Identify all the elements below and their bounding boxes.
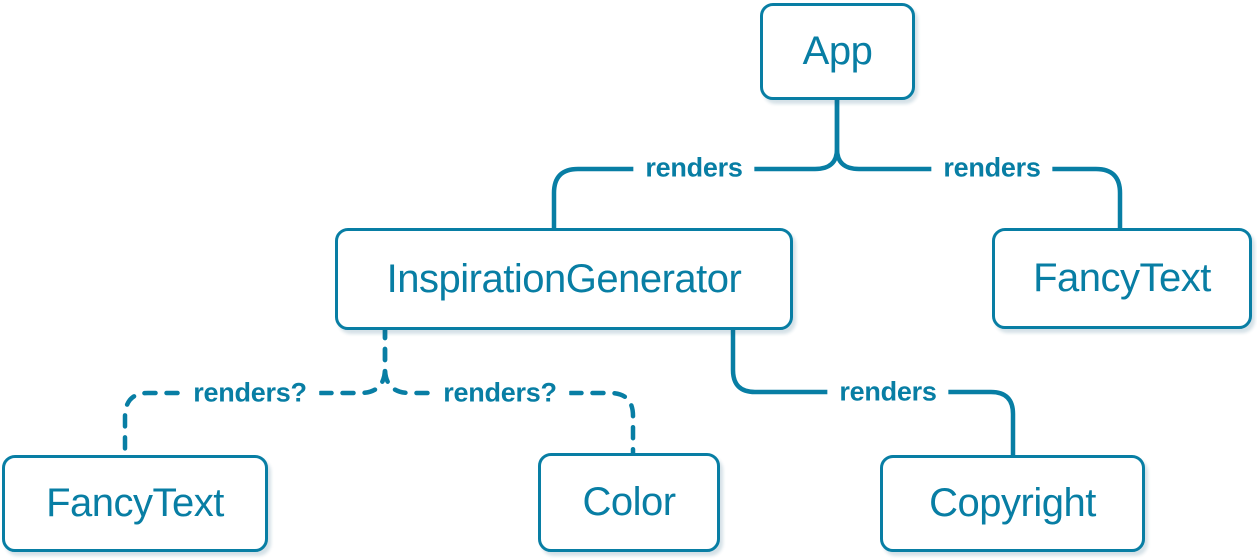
node-app: App (760, 3, 915, 100)
node-fancy-text-top: FancyText (992, 228, 1252, 329)
node-color: Color (538, 453, 720, 552)
node-copyright-label: Copyright (929, 481, 1096, 525)
node-app-label: App (802, 29, 873, 73)
node-fancy-text-top-label: FancyText (1033, 256, 1211, 300)
node-inspiration-generator: InspirationGenerator (335, 228, 793, 330)
node-color-label: Color (582, 480, 676, 524)
edge-label-app-inspirationgenerator: renders (633, 150, 755, 186)
node-fancy-text-bottom-label: FancyText (46, 481, 224, 525)
node-inspiration-generator-label: InspirationGenerator (386, 256, 742, 301)
edge-label-inspirationgenerator-color: renders? (431, 375, 569, 411)
edge-label-app-fancytext: renders (931, 150, 1053, 186)
edge-label-inspirationgenerator-fancytext: renders? (181, 375, 319, 411)
node-copyright: Copyright (880, 455, 1145, 552)
edge-label-inspirationgenerator-copyright: renders (827, 374, 949, 410)
node-fancy-text-bottom: FancyText (2, 455, 268, 552)
